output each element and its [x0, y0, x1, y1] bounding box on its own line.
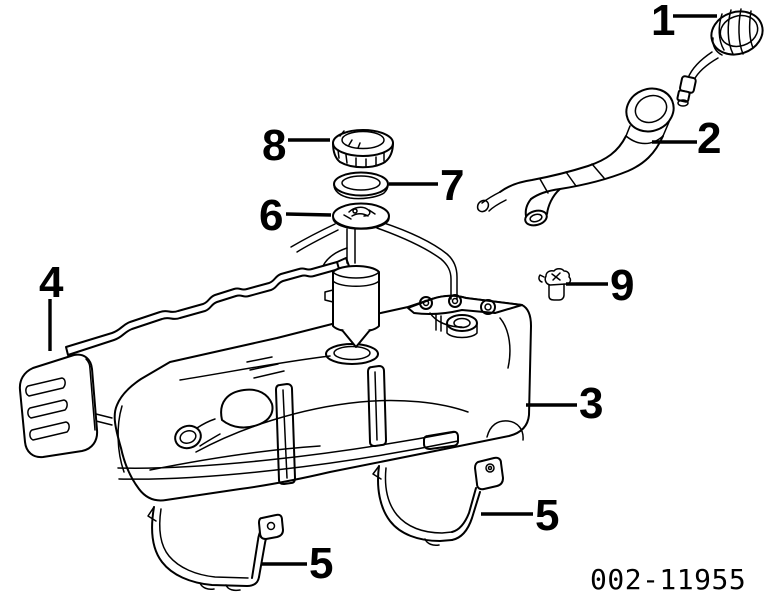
callout-seal-ring: 7 — [440, 161, 464, 210]
pump-flange — [332, 202, 390, 230]
callout-strap-front: 5 — [309, 539, 333, 588]
fuel-tank-body — [113, 294, 532, 502]
pump-lock-ring — [332, 129, 394, 169]
fuel-filler-neck — [476, 87, 675, 227]
fill-port — [174, 388, 274, 450]
callout-leaders — [48, 14, 717, 566]
rear-tank-strap — [372, 456, 504, 546]
callout-heat-shield: 4 — [39, 258, 64, 307]
callout-filler-neck: 2 — [697, 114, 721, 163]
fuel-cap — [676, 8, 764, 107]
callout-fuel-cap: 1 — [651, 0, 675, 45]
heat-shield — [18, 353, 99, 459]
callout-labels: 1 2 3 4 5 5 6 7 8 9 — [39, 0, 721, 588]
diagram-code: 002-11955 — [590, 563, 746, 596]
callout-fuel-tank: 3 — [579, 379, 603, 428]
tank-top-fittings — [407, 294, 523, 339]
callout-lock-ring: 8 — [262, 121, 286, 170]
fuel-tank — [113, 294, 532, 502]
callout-strap-rear: 5 — [535, 491, 559, 540]
leader-6 — [285, 212, 332, 217]
pump-seal-ring — [333, 171, 389, 200]
front-tank-strap — [147, 506, 284, 592]
vent-valve-clip — [538, 268, 572, 301]
callout-pump-flange: 6 — [259, 191, 283, 240]
fuel-pump-module — [290, 221, 458, 348]
callout-vent-clip: 9 — [610, 261, 634, 310]
